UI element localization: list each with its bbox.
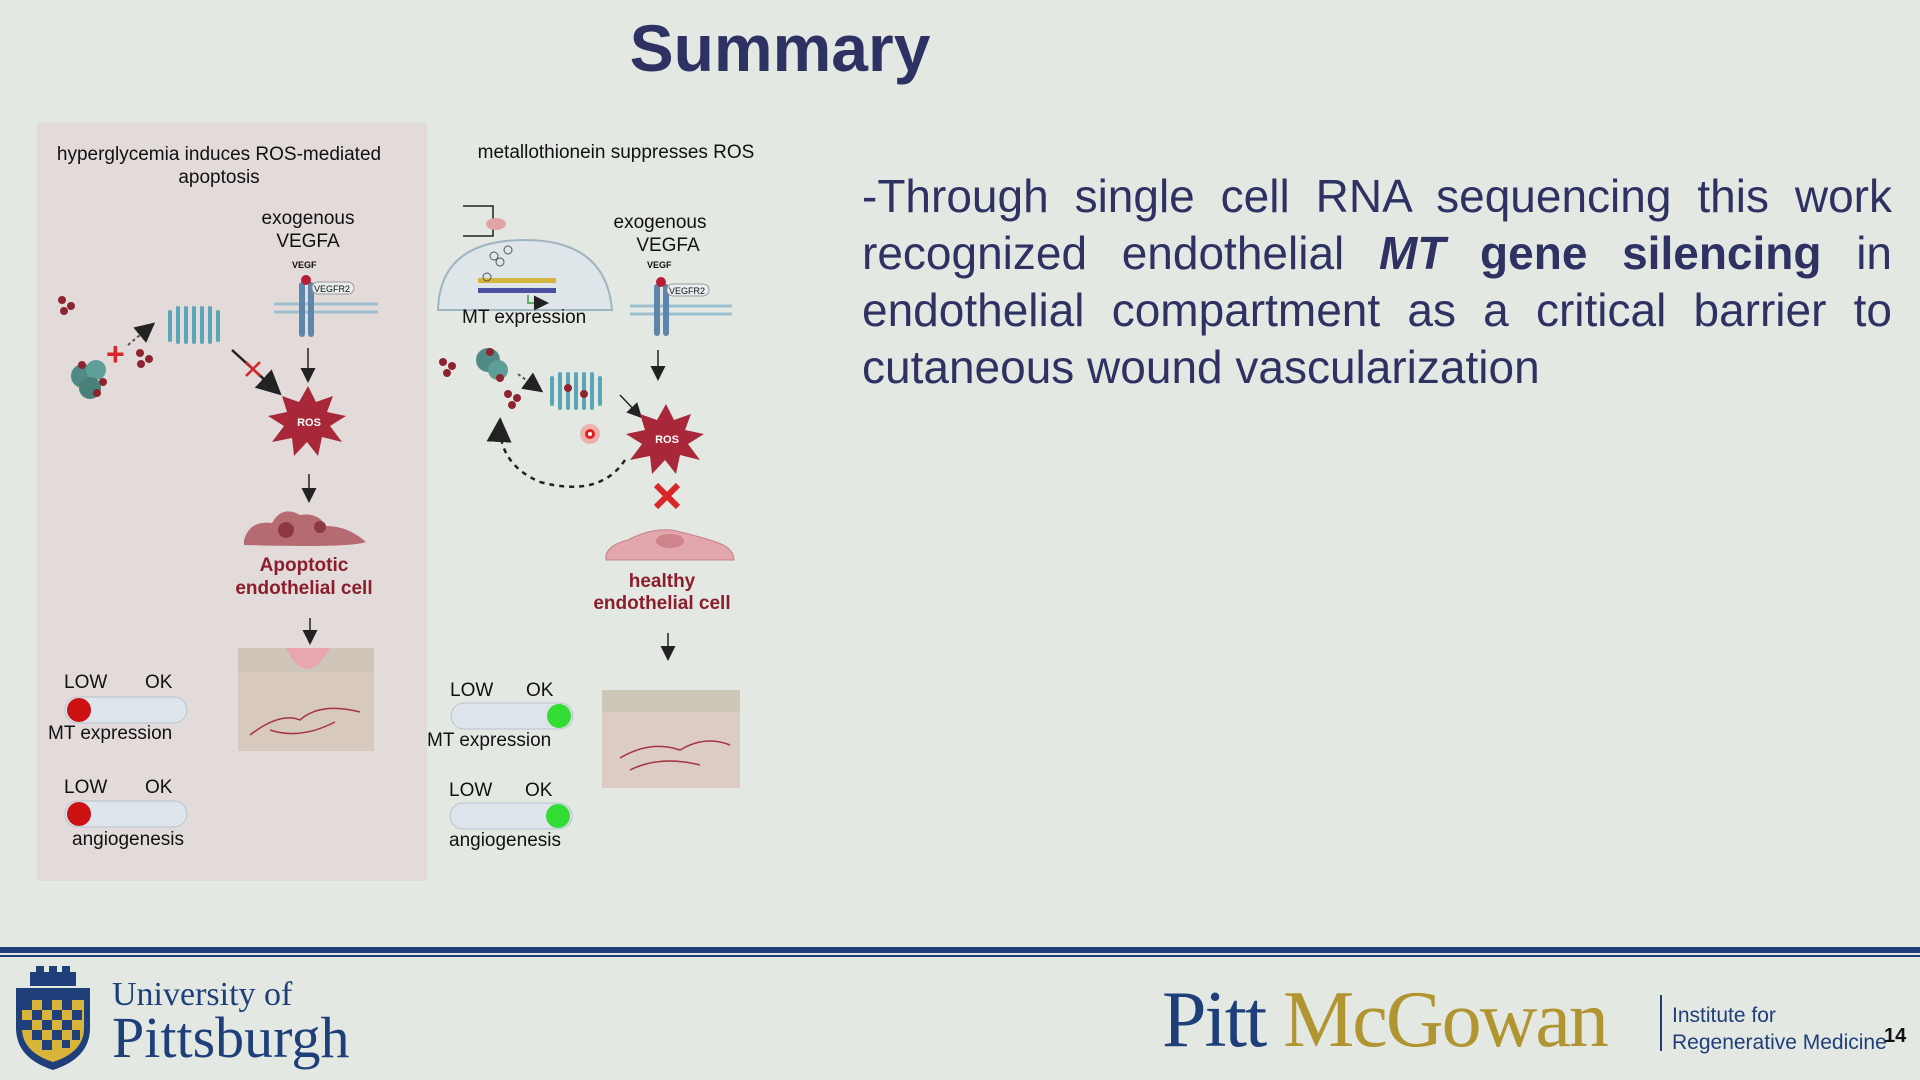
left-cell-label-line2: endothelial cell bbox=[235, 578, 372, 599]
right-cell-label-line2: endothelial cell bbox=[593, 593, 730, 614]
left-meter2-label: angiogenesis bbox=[72, 829, 184, 850]
institute-name: Institute for Regenerative Medicine bbox=[1672, 1002, 1887, 1056]
left-panel-heading-line2: apoptosis bbox=[178, 167, 259, 188]
right-dotted-arrow bbox=[517, 372, 544, 393]
right-healed-skin-icon bbox=[602, 690, 740, 788]
left-plus-sign: + bbox=[106, 336, 125, 372]
right-mt-expression-label: MT expression bbox=[462, 307, 586, 328]
right-meter2-ok-label: OK bbox=[525, 780, 553, 801]
university-of-pittsburgh-wordmark: University of Pittsburgh bbox=[112, 976, 350, 1070]
right-feedback-loop-arrow bbox=[486, 417, 627, 488]
left-meter2-low-label: LOW bbox=[64, 777, 107, 798]
right-ros-burst bbox=[626, 404, 704, 474]
left-meter1-label: MT expression bbox=[48, 723, 172, 744]
right-ligand-label-line2: VEGFA bbox=[636, 235, 700, 256]
university-line1: University of bbox=[112, 976, 293, 1013]
left-angiogenesis-meter bbox=[64, 800, 188, 828]
right-glucose-molecules bbox=[439, 358, 521, 409]
right-meter1-label: MT expression bbox=[427, 730, 551, 751]
left-vegf-label: VEGF bbox=[292, 260, 317, 270]
right-meter1-low-label: LOW bbox=[450, 680, 493, 701]
right-ligand-label: exogenous bbox=[614, 212, 707, 233]
bullet-emphasis-gene-silencing: gene silencing bbox=[1445, 227, 1822, 279]
left-apoptotic-cell-icon bbox=[244, 511, 366, 546]
page-number: 14 bbox=[1884, 1025, 1907, 1047]
right-meter2-low-label: LOW bbox=[449, 780, 492, 801]
summary-bullet: -Through single cell RNA sequencing this… bbox=[862, 168, 1892, 396]
summary-figure: hyperglycemia induces ROS-mediated apopt… bbox=[37, 123, 755, 881]
right-protein-cluster-icon bbox=[476, 348, 508, 382]
right-nucleus-icon bbox=[436, 205, 614, 311]
left-glucose-molecules bbox=[58, 296, 153, 368]
institute-divider bbox=[1660, 995, 1662, 1051]
right-panel-heading: metallothionein suppresses ROS bbox=[478, 142, 755, 163]
left-dotted-arrow bbox=[127, 322, 156, 346]
right-meter1-ok-label: OK bbox=[526, 680, 554, 701]
left-ros-label: ROS bbox=[297, 417, 321, 429]
footer-rule-thin bbox=[0, 955, 1920, 957]
right-vegf-label: VEGF bbox=[647, 260, 672, 270]
institute-line1: Institute for bbox=[1672, 1004, 1776, 1027]
footer-rule-thick bbox=[0, 947, 1920, 953]
left-angiogenesis-low-indicator bbox=[67, 802, 91, 826]
slide-title: Summary bbox=[629, 11, 931, 85]
left-ros-burst bbox=[268, 386, 346, 456]
left-ligand-label-line2: VEGFA bbox=[276, 231, 340, 252]
pitt-word: Pitt bbox=[1162, 976, 1267, 1064]
bullet-emphasis-mt: MT bbox=[1378, 227, 1446, 279]
right-healthy-cell-icon bbox=[605, 529, 735, 561]
right-blocked-x-icon bbox=[653, 482, 681, 510]
institute-line2: Regenerative Medicine bbox=[1672, 1031, 1887, 1054]
pitt-crest-logo bbox=[16, 966, 90, 1070]
university-line2: Pittsburgh bbox=[112, 1005, 350, 1070]
left-vegfr2-label: VEGFR2 bbox=[314, 284, 350, 294]
right-vegfr2-label: VEGFR2 bbox=[669, 286, 705, 296]
right-mt-transporter-icon bbox=[550, 372, 602, 410]
right-ros-label: ROS bbox=[655, 434, 679, 446]
bullet-text-suffix: in endothelial compartment as a critical… bbox=[862, 227, 1892, 393]
left-wound-skin-icon bbox=[238, 648, 374, 751]
mcgowan-word: McGowan bbox=[1283, 976, 1609, 1064]
right-mt-expression-meter bbox=[450, 702, 574, 730]
right-laser-pointer-dot bbox=[580, 424, 600, 444]
pitt-mcgowan-wordmark: Pitt McGowan bbox=[1162, 975, 1609, 1065]
left-inhibition-mark bbox=[245, 361, 261, 377]
left-vegfr2-receptor bbox=[274, 275, 378, 337]
left-mt-expression-meter bbox=[64, 696, 188, 724]
left-meter1-low-label: LOW bbox=[64, 672, 107, 693]
right-meter2-label: angiogenesis bbox=[449, 830, 561, 851]
left-meter1-ok-label: OK bbox=[145, 672, 173, 693]
left-mt-transporter-icon bbox=[168, 306, 220, 344]
left-ligand-label: exogenous bbox=[262, 208, 355, 229]
right-angiogenesis-ok-indicator bbox=[546, 804, 570, 828]
left-cell-label: Apoptotic bbox=[260, 555, 349, 576]
bullet-text-prefix: -Through single cell RNA sequencing this… bbox=[862, 170, 1892, 279]
right-vegfr2-receptor bbox=[630, 277, 732, 336]
right-cell-label: healthy bbox=[629, 571, 696, 592]
right-mt-expression-ok-indicator bbox=[547, 704, 571, 728]
right-angiogenesis-meter bbox=[449, 802, 573, 830]
left-panel-heading: hyperglycemia induces ROS-mediated bbox=[57, 144, 381, 165]
left-meter2-ok-label: OK bbox=[145, 777, 173, 798]
right-transporter-to-ros-arrow bbox=[619, 394, 643, 419]
left-protein-cluster-icon bbox=[71, 360, 107, 399]
left-mt-expression-low-indicator bbox=[67, 698, 91, 722]
left-panel-background bbox=[37, 123, 427, 881]
